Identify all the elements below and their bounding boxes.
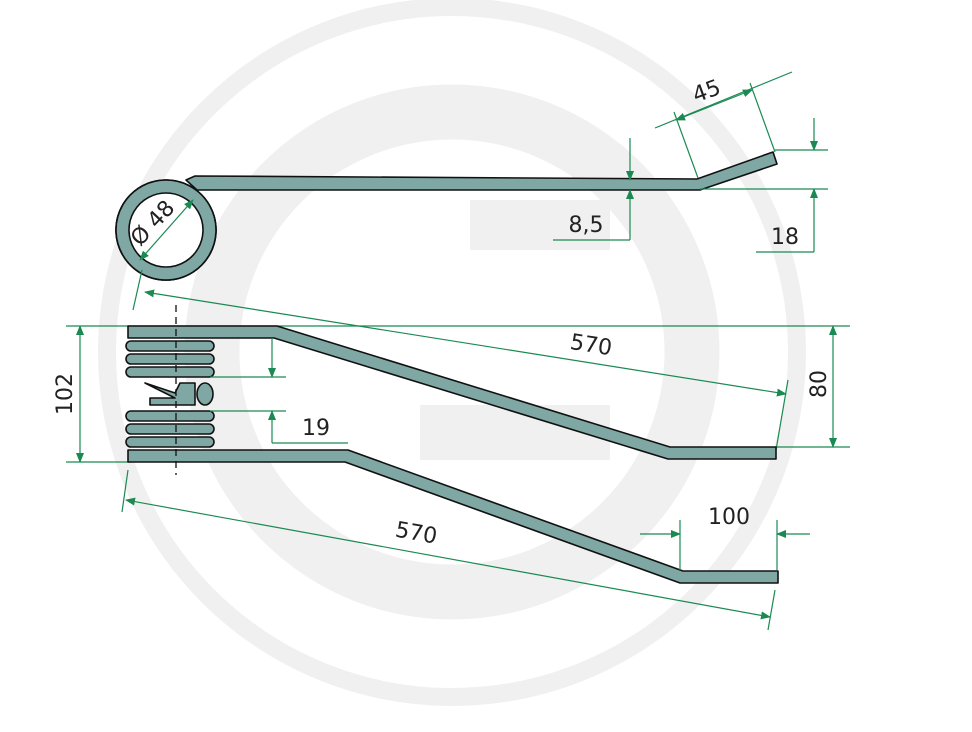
dimension-80: 80 (807, 325, 837, 448)
label-570-top: 570 (568, 330, 613, 361)
dimension-8-5: 8,5 (553, 138, 634, 241)
label-80: 80 (807, 370, 832, 398)
dimension-19: 19 (210, 338, 348, 444)
dimension-102: 102 (53, 325, 84, 463)
label-18: 18 (771, 225, 799, 250)
label-100: 100 (708, 505, 750, 530)
label-102: 102 (53, 373, 78, 415)
label-8-5: 8,5 (569, 213, 604, 238)
label-19: 19 (302, 416, 330, 441)
brand-logo-watermark (98, 0, 806, 706)
dimension-18: 18 (700, 118, 828, 253)
label-570-bottom: 570 (393, 518, 439, 550)
